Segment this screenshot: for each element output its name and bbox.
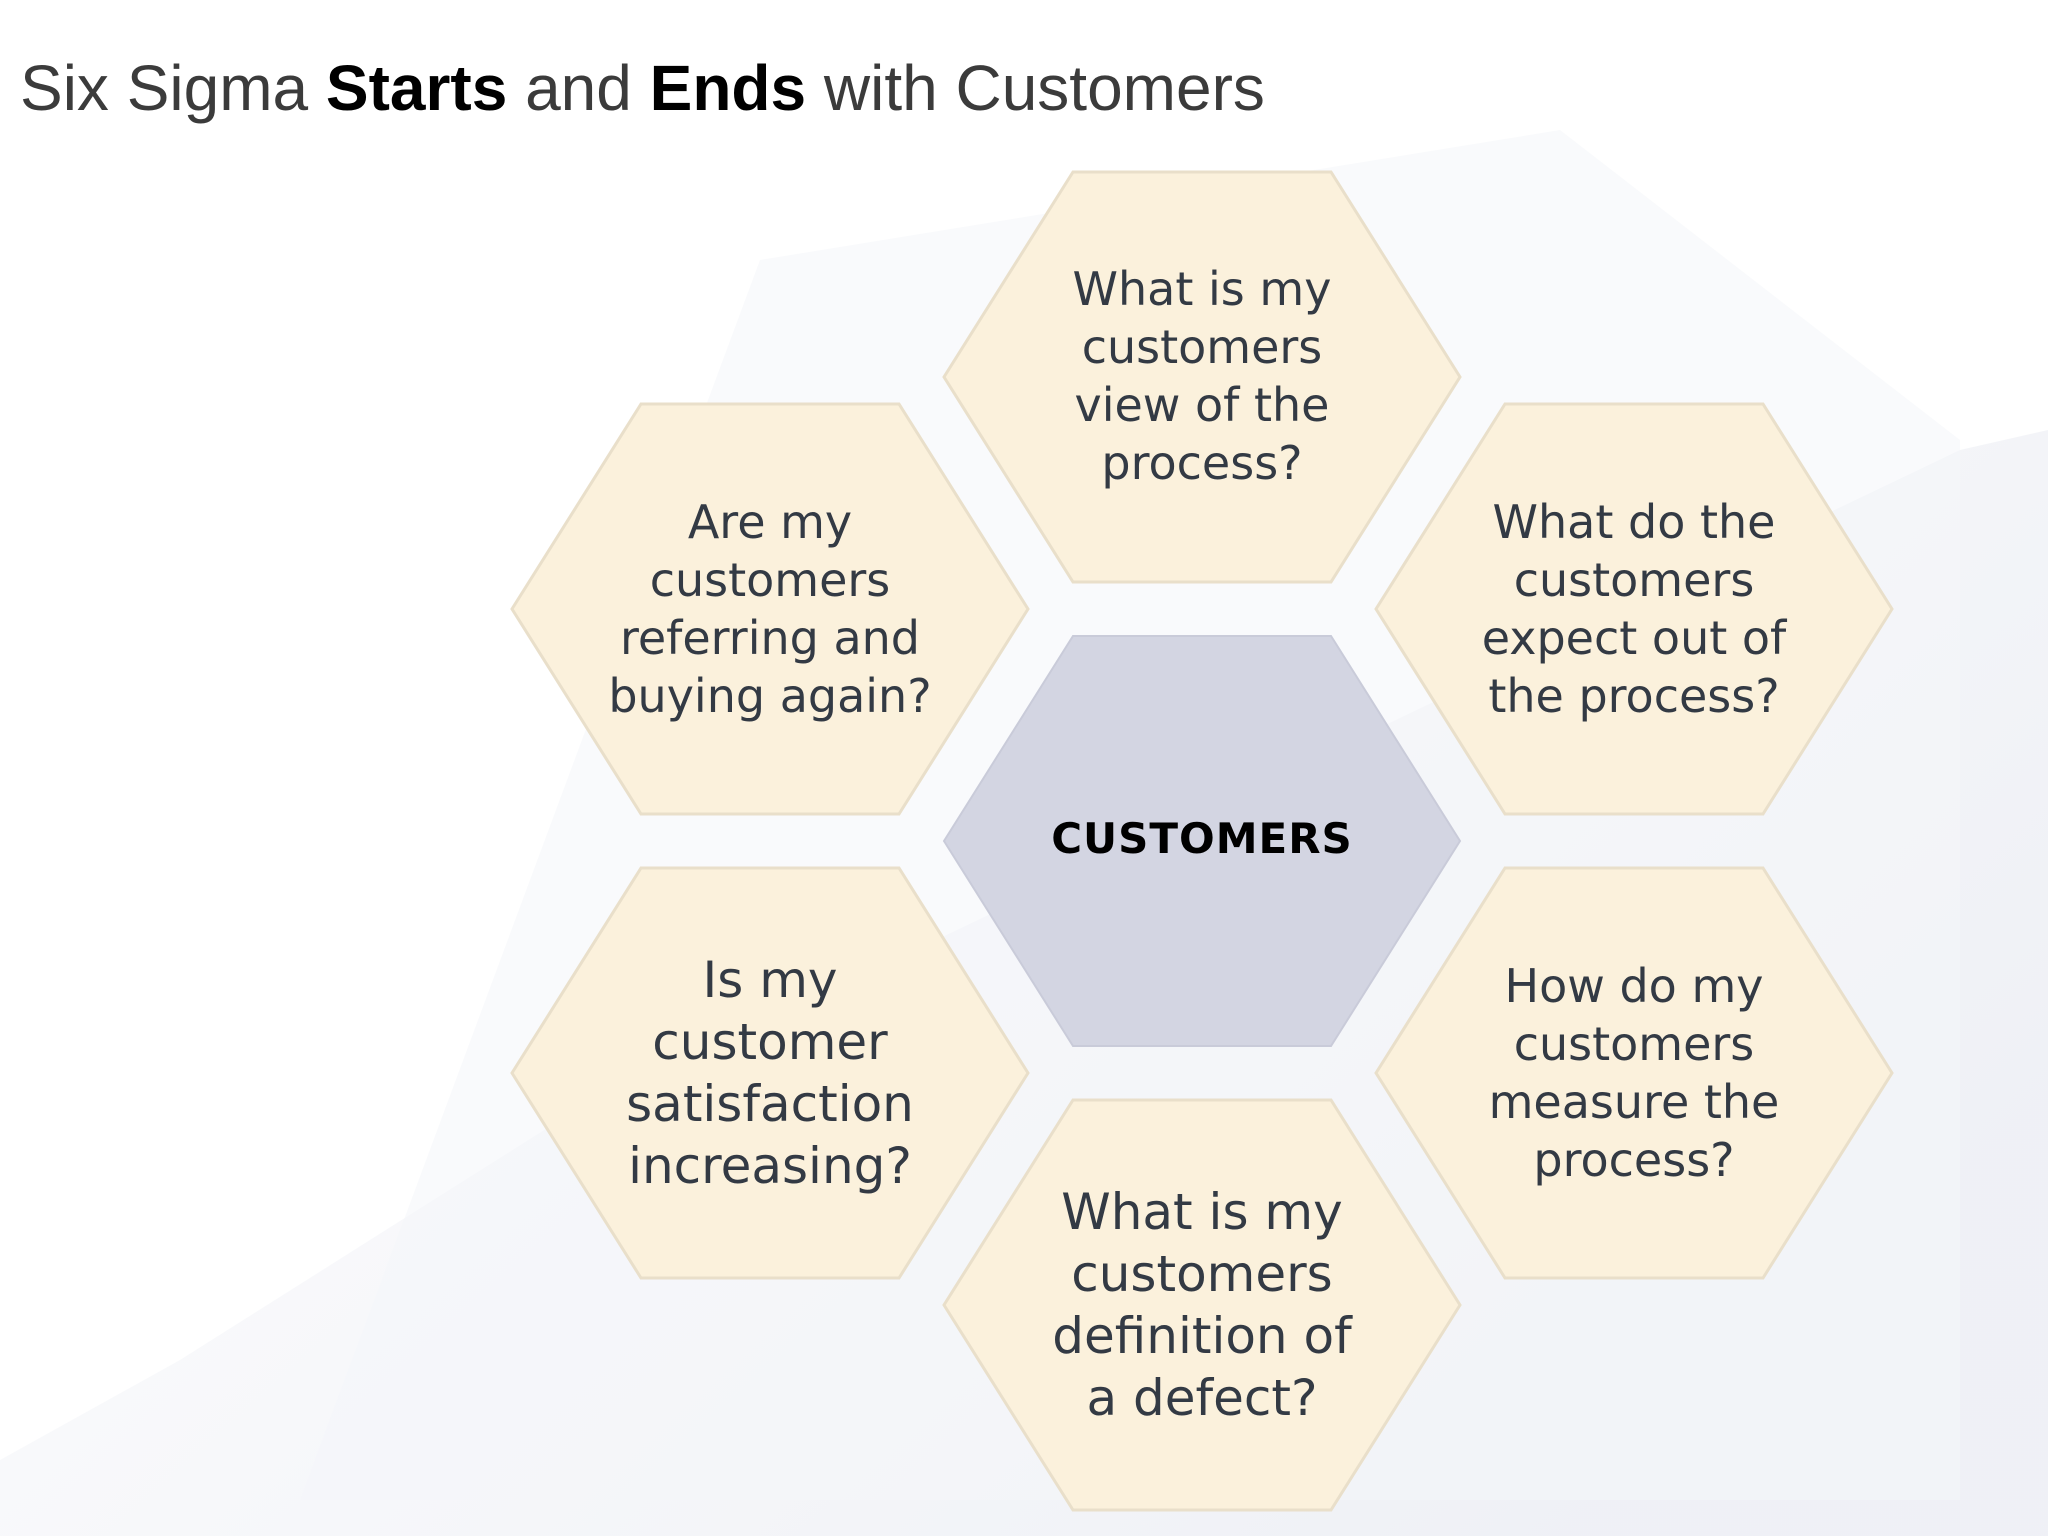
hexagon-upper-right-shape xyxy=(1374,402,1894,816)
hexagon-center-shape xyxy=(942,635,1462,1047)
hexagon-top-shape xyxy=(942,170,1462,584)
hexagon-lower-right-label: How do my customers measure the process? xyxy=(1488,959,1780,1187)
hexagon-upper-left: Are my customers referring and buying ag… xyxy=(510,402,1030,816)
hexagon-upper-right: What do the customers expect out of the … xyxy=(1374,402,1894,816)
title-part-starts: Starts xyxy=(325,52,508,124)
title-part-ends: Ends xyxy=(649,52,807,124)
page-title: Six Sigma Starts and Ends with Customers xyxy=(20,48,1265,128)
hexagon-upper-left-label: Are my customers referring and buying ag… xyxy=(608,495,932,723)
title-part-1: Six Sigma xyxy=(20,52,326,124)
title-part-5: with Customers xyxy=(806,52,1265,124)
hexagon-lower-left-shape xyxy=(510,866,1030,1280)
hexagon-center-label: CUSTOMERS xyxy=(1051,814,1353,863)
hexagon-top: What is my customers view of the process… xyxy=(942,170,1462,584)
hexagon-upper-right-label: What do the customers expect out of the … xyxy=(1481,495,1787,723)
hexagon-lower-right-shape xyxy=(1374,866,1894,1280)
hexagon-lower-left-label: Is my customer satisfaction increasing? xyxy=(626,951,914,1195)
hexagon-lower-right: How do my customers measure the process? xyxy=(1374,866,1894,1280)
hexagon-lower-left: Is my customer satisfaction increasing? xyxy=(510,866,1030,1280)
hexagon-bottom: What is my customers definition of a def… xyxy=(942,1098,1462,1512)
hexagon-upper-left-shape xyxy=(510,402,1030,816)
hexagon-bottom-label: What is my customers definition of a def… xyxy=(1052,1183,1352,1427)
hexagon-top-label: What is my customers view of the process… xyxy=(1072,262,1332,490)
title-part-3: and xyxy=(507,52,650,124)
hexagon-center: CUSTOMERS xyxy=(942,635,1462,1047)
hexagon-bottom-shape xyxy=(942,1098,1462,1512)
